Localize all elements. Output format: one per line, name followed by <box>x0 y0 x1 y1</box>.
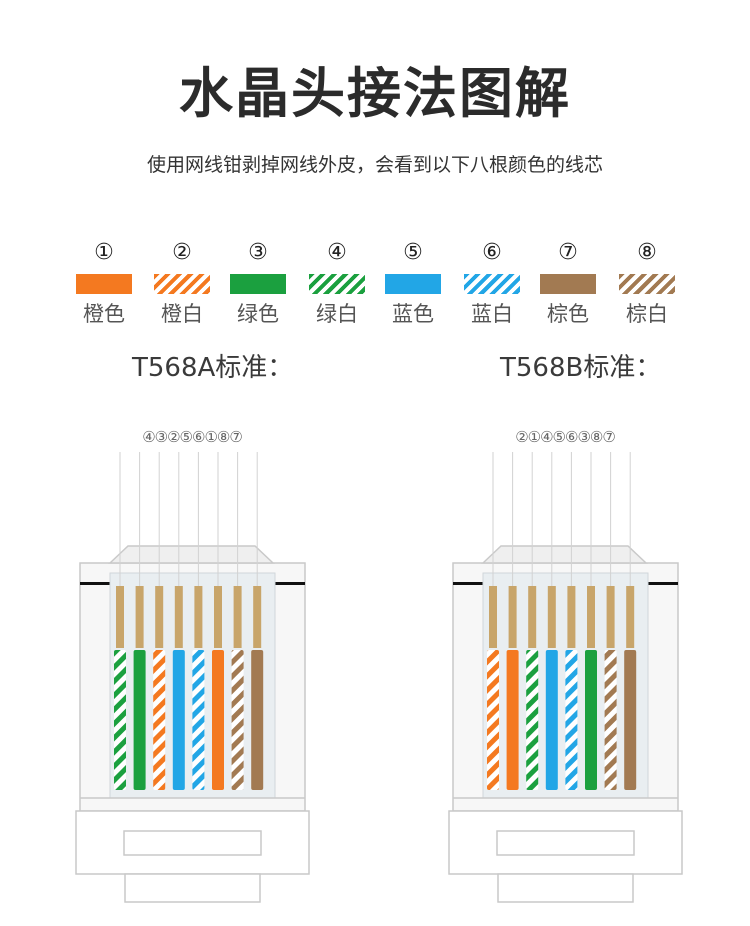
legend-swatch <box>385 274 441 294</box>
t568b-connector: ②①④⑤⑥③⑧⑦ <box>448 428 683 903</box>
wire-orange-white <box>153 650 166 790</box>
wire-blue <box>172 650 185 790</box>
connector-top <box>481 545 648 564</box>
pin-number-row: ④③②⑤⑥①⑧⑦ <box>142 428 242 446</box>
legend-label: 棕色 <box>547 302 589 326</box>
legend-number: ⑤ <box>403 240 423 265</box>
legend-swatch <box>230 274 286 294</box>
legend-item-8: ⑧ 棕白 <box>602 238 692 329</box>
legend-number: ③ <box>248 240 268 265</box>
wire-brown <box>624 650 637 790</box>
wire-green <box>133 650 146 790</box>
t568a-label: T568A标准： <box>132 353 294 383</box>
page-subtitle: 使用网线钳剥掉网线外皮，会看到以下八根颜色的线芯 <box>146 154 603 176</box>
wire-blue-white <box>565 650 578 790</box>
legend-item-2: ② 橙白 <box>137 238 227 329</box>
wire-green-white <box>526 650 539 790</box>
copper-contact <box>508 586 517 648</box>
wire-blue-white <box>192 650 205 790</box>
legend-number: ⑧ <box>637 240 657 265</box>
legend-swatch <box>154 274 210 294</box>
wire-brown-white <box>604 650 617 790</box>
wire-orange-white <box>487 650 499 790</box>
legend-item-4: ④ 绿白 <box>292 238 382 329</box>
copper-contact <box>194 586 203 648</box>
copper-contact <box>528 586 537 648</box>
copper-contact <box>489 586 497 648</box>
copper-contact <box>626 586 635 648</box>
legend-item-5: ⑤ 蓝色 <box>368 238 458 329</box>
wire-blue <box>545 650 558 790</box>
wire-brown-white <box>231 650 244 790</box>
boot-slot <box>123 830 262 856</box>
legend-swatch <box>464 274 520 294</box>
boot-tail <box>497 873 634 903</box>
legend-item-1: ① 橙色 <box>59 238 149 329</box>
page-title: 水晶头接法图解 <box>179 62 571 125</box>
legend-label: 绿色 <box>237 302 279 326</box>
copper-contact <box>253 586 262 648</box>
wire-green <box>585 650 597 790</box>
copper-contact <box>155 586 164 648</box>
color-legend: ① 橙色 ② 橙白 ③ 绿色 ④ 绿白 ⑤ 蓝色 ⑥ 蓝白 ⑦ 棕色 ⑧ 棕白 <box>0 238 750 338</box>
legend-label: 棕白 <box>626 302 668 326</box>
copper-contact <box>135 586 144 648</box>
legend-number: ⑦ <box>558 240 578 265</box>
wire-orange <box>506 650 519 790</box>
pin-number-row: ②①④⑤⑥③⑧⑦ <box>515 428 615 446</box>
copper-contact <box>174 586 183 648</box>
legend-number: ⑥ <box>482 240 502 265</box>
legend-swatch <box>540 274 596 294</box>
wire-green-white <box>114 650 126 790</box>
legend-label: 绿白 <box>316 302 358 326</box>
legend-number: ④ <box>327 240 347 265</box>
boot-tail <box>124 873 261 903</box>
legend-swatch <box>76 274 132 294</box>
legend-label: 橙色 <box>83 302 125 326</box>
t568b-label: T568B标准： <box>500 353 662 383</box>
legend-number: ② <box>172 240 192 265</box>
legend-swatch <box>619 274 675 294</box>
copper-contact <box>567 586 576 648</box>
copper-contact <box>214 586 222 648</box>
copper-contact <box>547 586 556 648</box>
connector-top <box>108 545 275 564</box>
copper-contact <box>233 586 242 648</box>
copper-contact <box>606 586 615 648</box>
copper-contact <box>116 586 124 648</box>
t568a-connector: ④③②⑤⑥①⑧⑦ <box>75 428 310 903</box>
wire-brown <box>251 650 264 790</box>
legend-label: 蓝色 <box>392 302 434 326</box>
legend-item-6: ⑥ 蓝白 <box>447 238 537 329</box>
wire-orange <box>212 650 224 790</box>
legend-swatch <box>309 274 365 294</box>
legend-label: 橙白 <box>161 302 203 326</box>
legend-number: ① <box>94 240 114 265</box>
legend-item-7: ⑦ 棕色 <box>523 238 613 329</box>
boot-slot <box>496 830 635 856</box>
legend-item-3: ③ 绿色 <box>213 238 303 329</box>
copper-contact <box>587 586 595 648</box>
legend-label: 蓝白 <box>471 302 513 326</box>
